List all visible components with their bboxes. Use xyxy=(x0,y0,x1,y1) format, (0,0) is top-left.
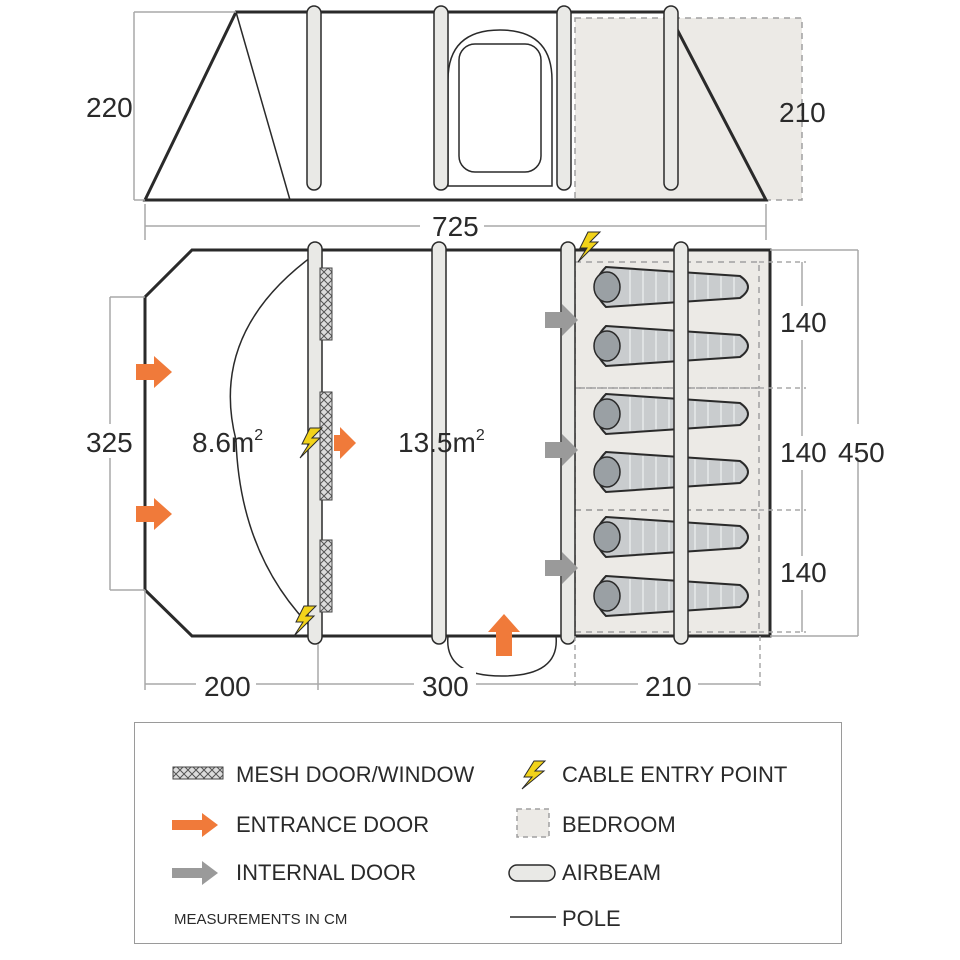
elevation-airbeam-3 xyxy=(556,5,572,191)
living-area: 13.5m2 xyxy=(398,427,485,458)
bedroom-width-3: 140 xyxy=(780,557,827,588)
pole-icon xyxy=(510,916,556,918)
internal-arrow-icon xyxy=(172,861,218,885)
bedroom-area xyxy=(575,250,770,636)
mesh-panel-1 xyxy=(319,267,333,341)
entrance-arrow-icon xyxy=(172,813,218,837)
sleeping-bag xyxy=(593,392,749,436)
airbeam-icon xyxy=(508,864,556,882)
legend xyxy=(134,722,842,944)
total-width: 450 xyxy=(838,437,885,468)
porch-curve xyxy=(229,251,319,635)
legend-entrance-label: ENTRANCE DOOR xyxy=(236,812,430,837)
section-length-living: 300 xyxy=(422,671,469,702)
internal-arrow-2 xyxy=(545,434,578,466)
sleeping-bag xyxy=(593,450,749,494)
elevation-airbeam-1 xyxy=(306,5,322,191)
elevation-tent-outline xyxy=(142,10,769,202)
sleeping-bag xyxy=(593,574,749,618)
porch-width: 325 xyxy=(86,427,133,458)
legend-cable-label: CABLE ENTRY POINT xyxy=(562,762,788,787)
total-length: 725 xyxy=(432,211,479,242)
elevation-airbeam-4 xyxy=(663,5,679,191)
front-door-curve xyxy=(447,635,557,677)
internal-arrow-1 xyxy=(545,304,578,336)
entrance-arrow-4 xyxy=(488,614,520,656)
section-length-bedroom: 210 xyxy=(645,671,692,702)
mesh-panel-3 xyxy=(319,539,333,613)
internal-arrow-3 xyxy=(545,552,578,584)
entrance-arrow-3 xyxy=(334,427,356,459)
bedroom-icon xyxy=(516,808,550,838)
bedroom-width-1: 140 xyxy=(780,307,827,338)
legend-internal-label: INTERNAL DOOR xyxy=(236,860,417,885)
sleeping-bag xyxy=(593,515,749,559)
legend-airbeam-label: AIRBEAM xyxy=(562,860,662,885)
elevation-door-window xyxy=(458,43,542,173)
elevation-height-left: 220 xyxy=(86,92,133,123)
sleeping-bags xyxy=(593,265,749,618)
cable-entry-bolt-2 xyxy=(299,427,324,459)
legend-pole-label: POLE xyxy=(562,906,621,931)
porch-area: 8.6m2 xyxy=(192,427,263,458)
elevation-bedroom-area xyxy=(574,17,803,201)
sleeping-bag xyxy=(593,324,749,368)
entrance-arrow-2 xyxy=(136,498,172,530)
length-dimension: 725 xyxy=(144,204,767,242)
elevation-airbeam-2 xyxy=(433,5,449,191)
elevation-door xyxy=(447,29,553,187)
mesh-panel-2 xyxy=(319,391,333,501)
bedroom-width-2: 140 xyxy=(780,437,827,468)
cable-entry-icon xyxy=(521,760,547,790)
floor-plan: 8.6m2 13.5m2 325 450 140 140 140 xyxy=(82,231,892,702)
airbeam-4 xyxy=(673,241,689,645)
entrance-arrow-1 xyxy=(136,356,172,388)
elevation-porch-line xyxy=(235,11,291,201)
legend-measurements-note: MEASUREMENTS IN CM xyxy=(174,911,348,928)
sleeping-bag xyxy=(593,265,749,309)
legend-mesh-label: MESH DOOR/WINDOW xyxy=(236,762,475,787)
cable-entry-bolt-1 xyxy=(577,231,602,263)
cable-entry-bolt-3 xyxy=(293,605,318,637)
side-elevation: 220 210 xyxy=(86,5,826,202)
section-length-porch: 200 xyxy=(204,671,251,702)
legend-bedroom-label: BEDROOM xyxy=(562,812,676,837)
mesh-icon xyxy=(172,766,224,780)
elevation-height-right: 210 xyxy=(779,97,826,128)
airbeam-2 xyxy=(431,241,447,645)
